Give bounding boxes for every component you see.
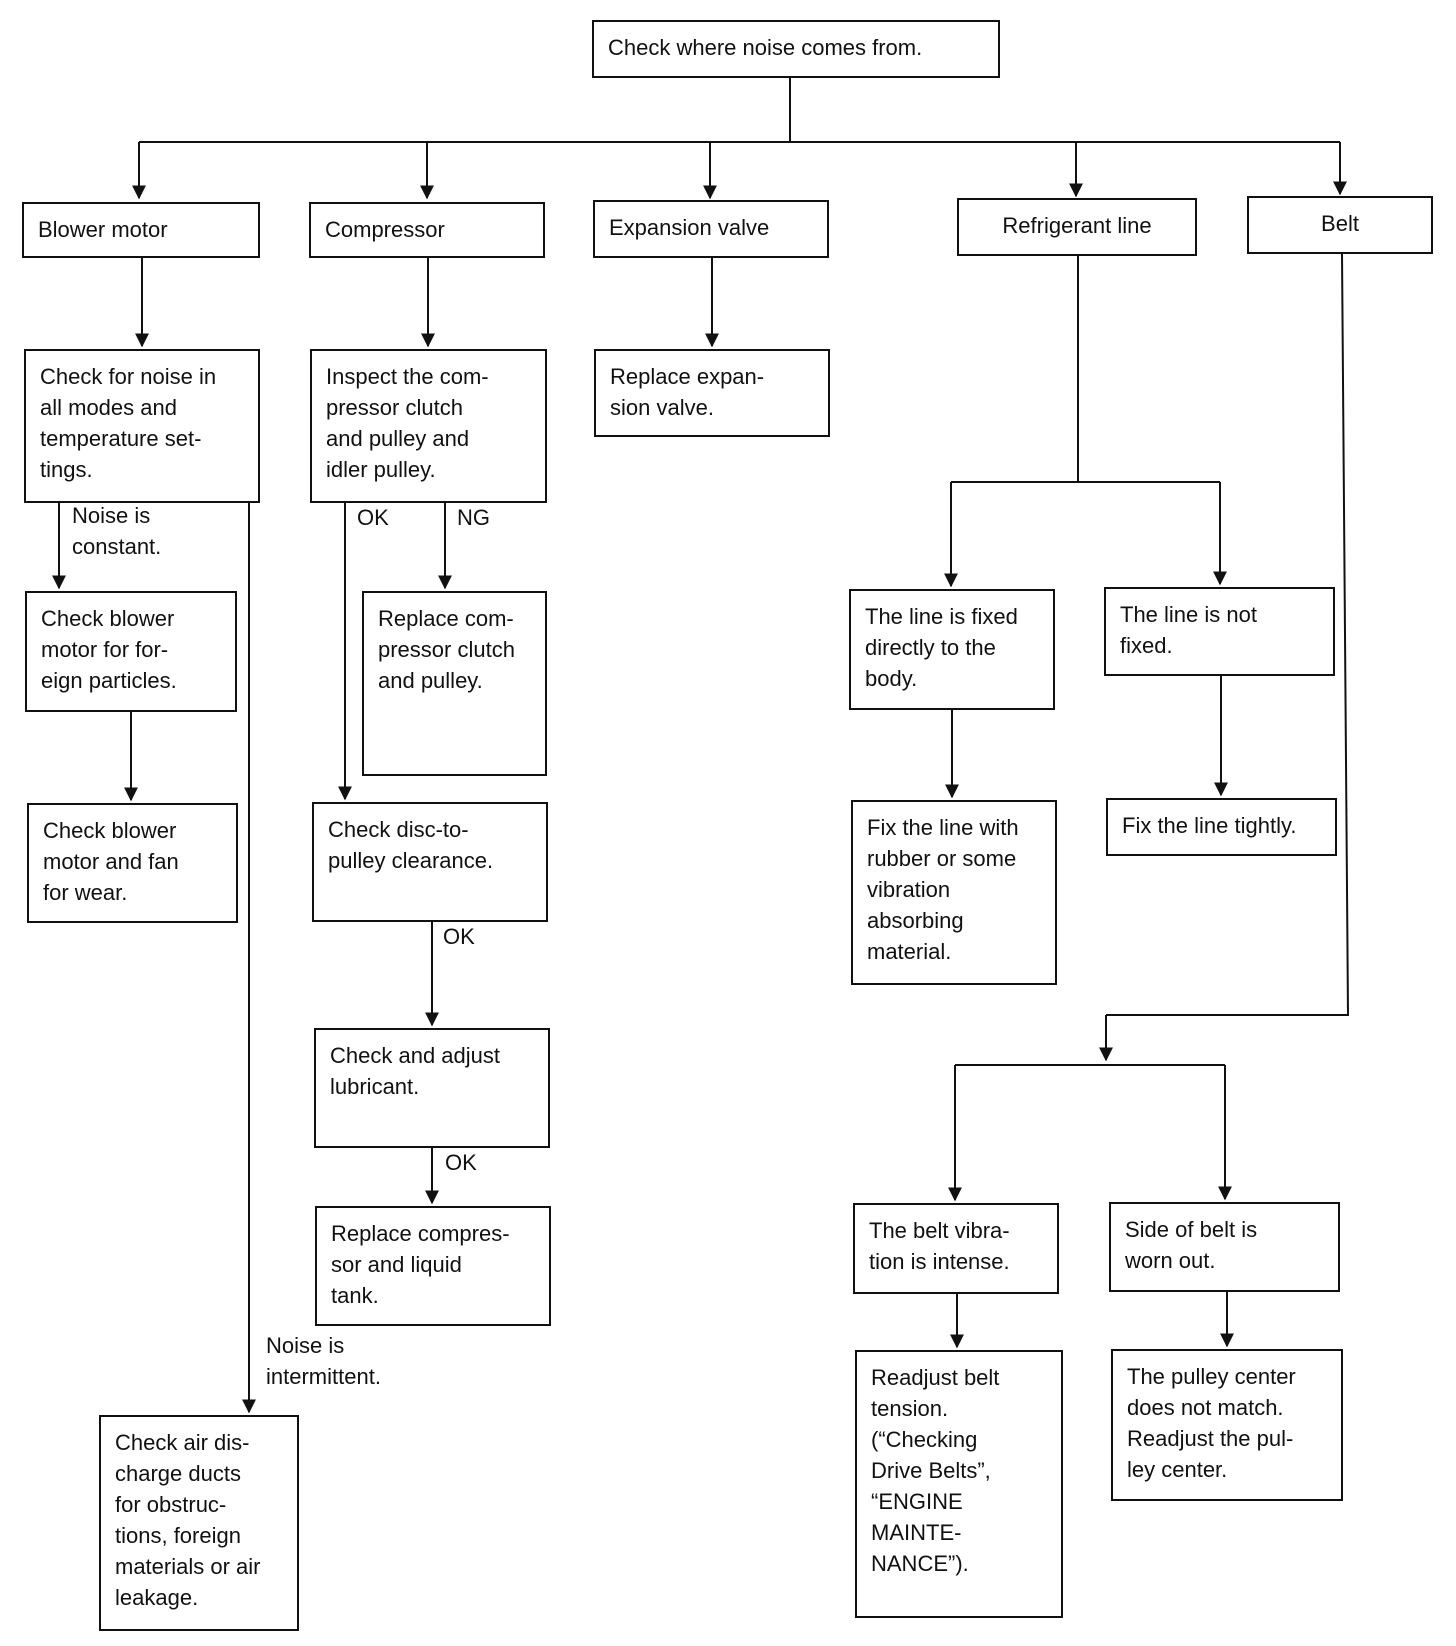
c3-ok-label: OK [443,924,475,949]
check-noise-all-modes-box: Check for noise in all modes and tempera… [24,349,260,503]
noise-constant-label: Noise is constant. [72,503,162,559]
compressor-box: Compressor [309,202,545,258]
line-not-fixed-box: The line is not fixed. [1104,587,1335,676]
fix-line-tightly-box: Fix the line tightly. [1106,798,1337,856]
check-motor-fan-wear-box: Check blower motor and fan for wear. [27,803,238,923]
refrigerant-line-box: Refrigerant line [957,198,1197,256]
expansion-valve-box: Expansion valve [593,200,829,258]
line-fixed-to-body-box: The line is fixed directly to the body. [849,589,1055,710]
check-foreign-particles-box: Check blower motor for for- eign particl… [25,591,237,712]
c1-ok-label: OK [357,505,389,530]
fix-line-rubber-box: Fix the line with rubber or some vibrati… [851,800,1057,985]
c1-ng-label: NG [457,505,490,530]
readjust-pulley-center-box: The pulley center does not match. Readju… [1111,1349,1343,1501]
inspect-compressor-clutch-box: Inspect the com- pressor clutch and pull… [310,349,547,503]
blower-motor-box: Blower motor [22,202,260,258]
check-disc-pulley-clearance-box: Check disc-to- pulley clearance. [312,802,548,922]
replace-expansion-valve-box: Replace expan- sion valve. [594,349,830,437]
side-of-belt-worn-box: Side of belt is worn out. [1109,1202,1340,1292]
connector-refrigerant-split [951,256,1220,483]
belt-vibration-intense-box: The belt vibra- tion is intense. [853,1203,1059,1294]
connector-belt-down [1106,253,1350,1016]
replace-compressor-tank-box: Replace compres- sor and liquid tank. [315,1206,551,1326]
connector-root-bar [139,78,1340,143]
root-box: Check where noise comes from. [592,20,1000,78]
noise-intermittent-label: Noise is intermittent. [266,1333,381,1389]
c4-ok-label: OK [445,1150,477,1175]
replace-compressor-clutch-box: Replace com- pressor clutch and pulley. [362,591,547,776]
check-air-discharge-ducts-box: Check air dis- charge ducts for obstruc-… [99,1415,299,1631]
readjust-belt-tension-box: Readjust belt tension. (“Checking Drive … [855,1350,1063,1618]
belt-box: Belt [1247,196,1433,254]
check-adjust-lubricant-box: Check and adjust lubricant. [314,1028,550,1148]
